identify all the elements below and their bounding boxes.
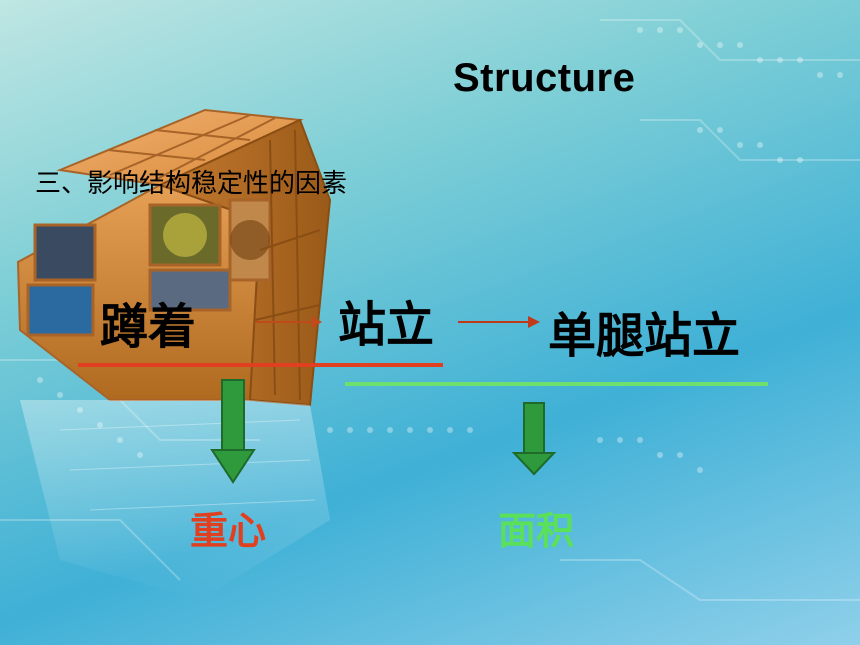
label-center-of-gravity: 重心 — [190, 509, 267, 553]
word-stand: 站立 — [338, 297, 435, 353]
word-one-leg-stand: 单腿站立 — [548, 308, 741, 364]
section-heading: 三、影响结构稳定性的因素 — [35, 169, 348, 199]
word-crouch: 蹲着 — [100, 299, 197, 355]
label-area: 面积 — [498, 509, 575, 553]
slide-title: Structure — [453, 56, 636, 100]
